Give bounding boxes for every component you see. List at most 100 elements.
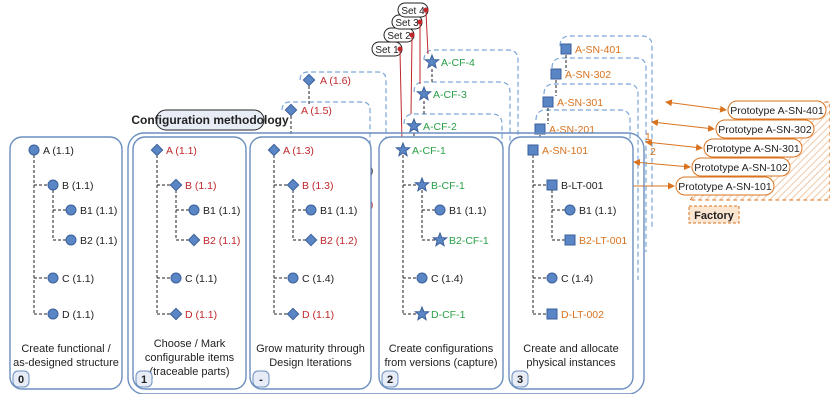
- set-pin-icon: [417, 19, 423, 25]
- prototype-pill: [675, 176, 775, 196]
- set-pin-icon: [397, 46, 403, 52]
- config-label: A-CF-2: [423, 121, 457, 133]
- config-frame-3: [423, 49, 519, 268]
- set-label: Set 2: [387, 31, 411, 42]
- panel-1: A (1.1)B (1.1)B1 (1.1)B2 (1.1)C (1.1)D (…: [132, 136, 247, 390]
- prototype-pill: [727, 100, 827, 120]
- panel-0: A (1.1)B (1.1)B1 (1.1)B2 (1.1)C (1.1)D (…: [9, 136, 123, 390]
- panel-caption-line: Grow maturity through: [256, 343, 365, 355]
- node-d-label: D (1.1): [302, 309, 334, 321]
- page-title: Configuration methodology: [131, 113, 289, 127]
- node-b2-label: B2 (1.2): [320, 235, 357, 247]
- panel-frame: [378, 136, 504, 390]
- node-d-shape: [286, 307, 300, 321]
- node-b2-shape: [65, 234, 77, 246]
- set-pin-icon: [423, 7, 429, 13]
- prototype-4: Prototype A-SN-102: [633, 157, 791, 177]
- node-b1-label: B1 (1.1): [320, 205, 357, 217]
- node-b2-label: B2 (1.1): [203, 235, 240, 247]
- node-b-label: B-CF-1: [431, 180, 465, 192]
- prototype-label: Prototype A-SN-102: [694, 162, 788, 174]
- factory-label: Factory: [694, 210, 735, 222]
- serial-edge-label-1: 1: [645, 131, 651, 143]
- panel-frame: [508, 136, 634, 390]
- serial-frame-4: [559, 35, 653, 230]
- prototype-link: [633, 159, 691, 170]
- factory-label-box: [688, 205, 740, 224]
- title-pill: [155, 109, 265, 131]
- config-star-icon: [415, 85, 433, 101]
- node-b2-label: B2-CF-1: [449, 235, 489, 247]
- node-b1-label: B1 (1.1): [579, 205, 616, 217]
- node-b2-shape: [431, 231, 449, 247]
- node-b-label: B (1.1): [185, 180, 217, 192]
- node-b-shape: [169, 178, 183, 192]
- panel-number-badge: [511, 370, 529, 388]
- panel-2: A (1.3)B (1.3)B1 (1.1)B2 (1.2)C (1.4)D (…: [249, 136, 372, 390]
- node-b-shape: [413, 176, 431, 192]
- node-a-shape: [527, 144, 539, 156]
- serial-frame-3: [551, 57, 647, 252]
- panel-caption-line: Choose / Mark: [154, 338, 226, 350]
- node-a-label: A (1.3): [283, 145, 314, 157]
- panel-caption-line: Create configurations: [389, 343, 494, 355]
- node-a-shape: [267, 143, 281, 157]
- set-tag-1: Set 1: [371, 41, 403, 143]
- node-c-label: C (1.1): [62, 273, 94, 285]
- prototype-label: Prototype A-SN-401: [730, 105, 824, 117]
- panel-caption-line: (traceable parts): [149, 366, 229, 378]
- set-label: Set 1: [375, 45, 399, 56]
- svg-text:A (1.5): A (1.5): [301, 105, 332, 117]
- config-node-3: A-CF-3: [415, 85, 467, 116]
- prototype-1: Prototype A-SN-401: [665, 99, 827, 120]
- node-b1-label: B1 (1.1): [80, 205, 117, 217]
- panel-number: -: [259, 374, 263, 386]
- node-b1-shape: [188, 204, 200, 216]
- node-d-shape: [169, 307, 183, 321]
- prototype-link: [645, 139, 703, 151]
- prototype-5: Prototype A-SN-101: [625, 176, 775, 196]
- serial-label: A-SN-201: [549, 124, 595, 136]
- serial-node-2: A-SN-301: [542, 96, 603, 124]
- panel-frame: [9, 136, 123, 390]
- node-a-shape: [28, 144, 40, 156]
- node-a-label: A (1.1): [43, 145, 74, 157]
- iteration-frame-1: [281, 101, 371, 328]
- serial-square-icon: [542, 96, 554, 108]
- panel-number: 3: [517, 374, 523, 386]
- serial-frame-2: [543, 83, 639, 280]
- node-b1-label: B1 (1.1): [449, 205, 486, 217]
- node-d-label: D (1.1): [185, 309, 217, 321]
- serial-label: A-SN-301: [557, 97, 603, 109]
- node-b1-label: B1 (1.1): [203, 205, 240, 217]
- panel-caption-line: physical instances: [526, 357, 616, 369]
- set-link: [410, 36, 413, 115]
- config-star-icon: [405, 117, 423, 133]
- panel-frame: [249, 136, 372, 390]
- node-c-shape: [170, 272, 182, 284]
- iteration-node-a-1-6: A (1.6): [302, 73, 351, 87]
- prototype-label: Prototype A-SN-101: [678, 181, 772, 193]
- config-node-2: A-CF-2: [405, 117, 457, 148]
- node-a-shape: [394, 141, 412, 157]
- iteration-node-a-1-5: A (1.5): [284, 103, 332, 117]
- node-a-label: A (1.1): [166, 145, 197, 157]
- serial-frame-1: [535, 109, 631, 310]
- config-frame-2: [413, 81, 511, 296]
- prototype-pill: [703, 138, 803, 158]
- node-c-label: C (1.4): [561, 273, 593, 285]
- prototype-label: Prototype A-SN-302: [718, 124, 812, 136]
- node-c-shape: [47, 272, 59, 284]
- prototype-2: Prototype A-SN-302: [651, 119, 815, 139]
- set-tag-3: Set 3: [391, 14, 423, 84]
- config-node-4: A-CF-4: [423, 53, 475, 84]
- node-b2-label: B2-LT-001: [579, 235, 627, 247]
- node-c-shape: [416, 272, 428, 284]
- node-d-shape: [47, 308, 59, 320]
- panel-number: 1: [141, 374, 147, 386]
- set-tag-4: Set 4: [397, 2, 429, 55]
- serial-edge-label-2: 2: [650, 146, 656, 158]
- set-link: [399, 50, 403, 143]
